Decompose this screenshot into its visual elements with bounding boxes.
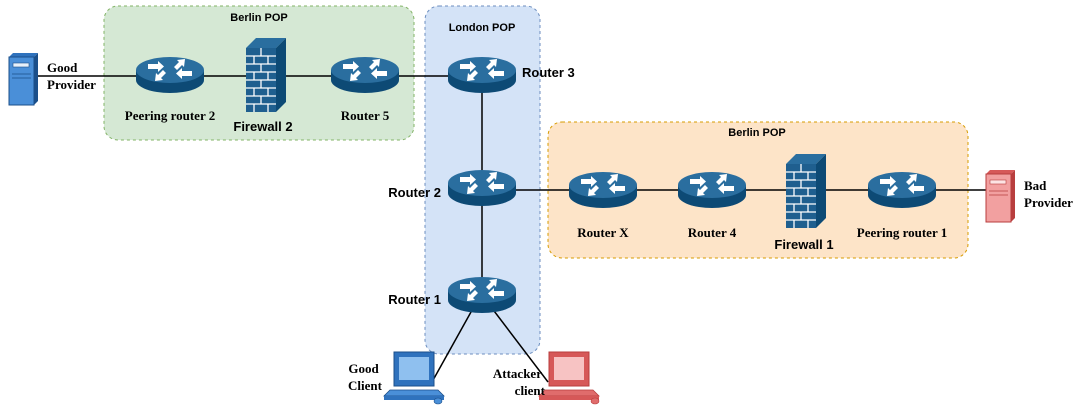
router-5-icon: [331, 57, 399, 93]
peering-router-2-icon: [136, 57, 204, 93]
router-4-label: Router 4: [688, 225, 737, 240]
firewall-2-icon: [245, 37, 287, 113]
good-provider-label: Good Provider: [47, 60, 96, 92]
good-provider-server-icon: [8, 53, 38, 106]
berlin-pop-right-label: Berlin POP: [728, 127, 785, 139]
attacker-client-computer-icon: [538, 351, 600, 405]
links: [38, 75, 986, 383]
link-router-1-good-client: [431, 302, 477, 383]
router-1-icon: [448, 277, 516, 313]
london-pop-label: London POP: [449, 22, 516, 34]
peering-router-2-label: Peering router 2: [125, 108, 216, 123]
bad-provider-server-icon: [985, 170, 1015, 223]
router-3-label: Router 3: [522, 65, 575, 80]
firewall-1-icon: [785, 153, 827, 229]
good-client-computer-icon: [383, 351, 445, 405]
router-1-label: Router 1: [388, 292, 441, 307]
firewall-2-label: Firewall 2: [233, 119, 292, 134]
link-router-1-attacker-client: [487, 302, 549, 383]
bad-provider-label: Bad Provider: [1024, 178, 1073, 210]
router-2-icon: [448, 170, 516, 206]
peering-router-1-icon: [868, 172, 936, 208]
router-2-label: Router 2: [388, 185, 441, 200]
peering-router-1-label: Peering router 1: [857, 225, 948, 240]
router-x-icon: [569, 172, 637, 208]
router-3-icon: [448, 57, 516, 93]
berlin-pop-top-label: Berlin POP: [230, 12, 287, 24]
router-5-label: Router 5: [341, 108, 390, 123]
firewall-1-label: Firewall 1: [774, 237, 833, 252]
attacker-client-label: Attacker client: [493, 366, 546, 398]
good-client-label: Good Client: [348, 361, 383, 393]
router-4-icon: [678, 172, 746, 208]
router-x-label: Router X: [577, 225, 629, 240]
